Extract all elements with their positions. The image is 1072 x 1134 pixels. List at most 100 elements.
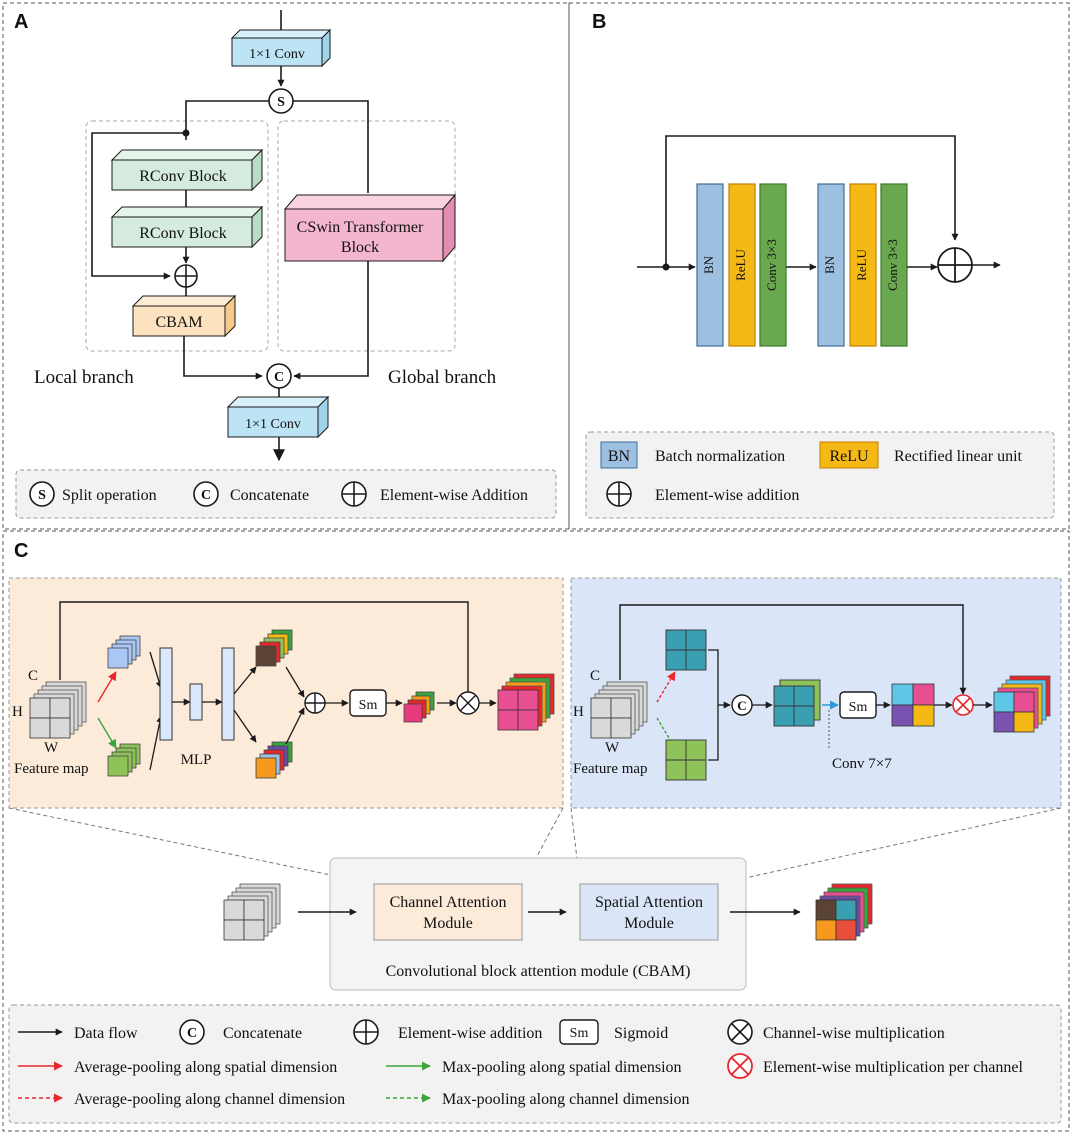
layer-label-2: Conv 3×3 bbox=[764, 239, 779, 291]
concatenated-maps bbox=[773, 679, 821, 727]
svg-text:BN: BN bbox=[608, 448, 631, 465]
svg-text:Feature map: Feature map bbox=[14, 761, 89, 777]
svg-text:C: C bbox=[28, 668, 38, 684]
svg-text:W: W bbox=[605, 740, 620, 756]
svg-text:CSwin Transformer: CSwin Transformer bbox=[297, 219, 424, 236]
layer-2 bbox=[759, 183, 787, 347]
channel-attention-module bbox=[373, 883, 523, 941]
conv-top-label: 1×1 Conv bbox=[249, 47, 305, 62]
svg-text:Element-wise addition: Element-wise addition bbox=[655, 487, 799, 504]
svg-text:Data flow: Data flow bbox=[74, 1025, 138, 1042]
svg-text:C: C bbox=[274, 370, 284, 385]
panel-c-legend: Data flow C Concatenate Element-wise add… bbox=[8, 1004, 1062, 1124]
svg-text:Batch normalization: Batch normalization bbox=[655, 448, 785, 465]
panel-c-label: C bbox=[14, 540, 28, 562]
svg-text:H: H bbox=[12, 704, 23, 720]
panel-a: A 1×1 Conv S RConv Block bbox=[14, 10, 557, 519]
svg-text:Convolutional block attention: Convolutional block attention module (CB… bbox=[386, 963, 691, 980]
global-branch-label: Global branch bbox=[388, 367, 497, 388]
svg-text:Max-pooling along channel dime: Max-pooling along channel dimension bbox=[442, 1091, 690, 1108]
svg-text:Module: Module bbox=[423, 915, 473, 932]
concat-node: C bbox=[266, 363, 292, 389]
svg-text:Channel-wise multiplication: Channel-wise multiplication bbox=[763, 1025, 945, 1042]
svg-text:Average-pooling along spatial: Average-pooling along spatial dimension bbox=[74, 1059, 337, 1076]
panel-a-label: A bbox=[14, 11, 28, 33]
svg-text:Element-wise multiplication pe: Element-wise multiplication per channel bbox=[763, 1059, 1023, 1076]
svg-text:Spatial Attention: Spatial Attention bbox=[595, 894, 703, 911]
split-node: S bbox=[268, 88, 294, 114]
local-branch-label: Local branch bbox=[34, 367, 134, 388]
channel-attention-weights bbox=[403, 691, 435, 723]
svg-text:S: S bbox=[38, 488, 46, 503]
layer-label-1: ReLU bbox=[733, 249, 748, 281]
svg-text:C: C bbox=[737, 698, 746, 713]
svg-text:C: C bbox=[201, 488, 211, 503]
svg-text:Max-pooling along spatial dime: Max-pooling along spatial dimension bbox=[442, 1059, 682, 1076]
svg-text:Average-pooling along channel: Average-pooling along channel dimension bbox=[74, 1091, 345, 1108]
svg-text:Sm: Sm bbox=[849, 700, 868, 715]
svg-text:CBAM: CBAM bbox=[155, 314, 202, 331]
local-add-node bbox=[174, 264, 198, 288]
residual-add-node bbox=[937, 247, 973, 283]
spatial-attention-map bbox=[891, 683, 935, 727]
svg-text:MLP: MLP bbox=[181, 752, 212, 768]
residual-layers: BN ReLU Conv 3×3 BN ReLU Conv 3×3 bbox=[696, 183, 908, 347]
conv-1x1-top: 1×1 Conv bbox=[230, 28, 332, 68]
layer-4 bbox=[849, 183, 877, 347]
svg-text:Block: Block bbox=[341, 239, 379, 256]
spatial-input-feature-map bbox=[590, 681, 648, 739]
svg-text:Sm: Sm bbox=[359, 698, 378, 713]
svg-text:Element-wise Addition: Element-wise Addition bbox=[380, 487, 528, 504]
svg-text:Concatenate: Concatenate bbox=[223, 1025, 302, 1042]
svg-text:Conv 7×7: Conv 7×7 bbox=[832, 756, 892, 772]
pooled-spatial-maps bbox=[665, 629, 707, 781]
svg-text:H: H bbox=[573, 704, 584, 720]
cbam-overview: Channel Attention Module Spatial Attenti… bbox=[223, 857, 873, 991]
cbam-output-map bbox=[815, 883, 873, 941]
layer-5 bbox=[880, 183, 908, 347]
spatial-attention-detail: C H W Feature map C Conv 7×7 Sm bbox=[570, 577, 1062, 809]
rconv-block-1: RConv Block bbox=[110, 148, 264, 192]
svg-text:Rectified linear unit: Rectified linear unit bbox=[894, 448, 1023, 465]
svg-text:C: C bbox=[187, 1026, 197, 1041]
layer-1 bbox=[728, 183, 756, 347]
panel-c: C C H W Feature map MLP bbox=[8, 540, 1062, 1124]
local-branch-region bbox=[85, 120, 269, 352]
panel-a-legend: S Split operation C Concatenate Element-… bbox=[15, 469, 557, 519]
svg-text:ReLU: ReLU bbox=[829, 448, 869, 465]
panel-b-legend: BN Batch normalization ReLU Rectified li… bbox=[585, 431, 1055, 519]
layer-3 bbox=[817, 183, 845, 347]
conv-1x1-bottom: 1×1 Conv bbox=[226, 395, 330, 439]
svg-text:Sigmoid: Sigmoid bbox=[614, 1025, 668, 1042]
svg-text:C: C bbox=[590, 668, 600, 684]
svg-text:RConv Block: RConv Block bbox=[139, 225, 227, 242]
panel-b-label: B bbox=[592, 11, 606, 33]
svg-text:Concatenate: Concatenate bbox=[230, 487, 309, 504]
svg-text:RConv Block: RConv Block bbox=[139, 168, 227, 185]
layer-label-0: BN bbox=[701, 255, 716, 274]
svg-text:Feature map: Feature map bbox=[573, 761, 648, 777]
cbam-block: CBAM bbox=[131, 294, 237, 338]
svg-text:W: W bbox=[44, 740, 59, 756]
svg-text:Channel Attention: Channel Attention bbox=[390, 894, 507, 911]
cswin-transformer-block: CSwin Transformer Block bbox=[283, 193, 457, 263]
svg-text:Split operation: Split operation bbox=[62, 487, 157, 504]
layer-label-5: Conv 3×3 bbox=[885, 239, 900, 291]
mlp-output-avg bbox=[255, 629, 293, 779]
svg-text:Module: Module bbox=[624, 915, 674, 932]
layer-label-4: ReLU bbox=[854, 249, 869, 281]
svg-text:1×1 Conv: 1×1 Conv bbox=[245, 417, 301, 432]
spatial-attention-module bbox=[579, 883, 719, 941]
channel-refined-output bbox=[497, 673, 555, 731]
svg-text:S: S bbox=[277, 95, 285, 110]
channel-attention-detail: C H W Feature map MLP bbox=[8, 577, 564, 809]
rconv-block-2: RConv Block bbox=[110, 205, 264, 249]
svg-text:Sm: Sm bbox=[570, 1026, 589, 1041]
avg-pooled-vector bbox=[107, 635, 141, 777]
layer-label-3: BN bbox=[822, 255, 837, 274]
layer-0 bbox=[696, 183, 724, 347]
cbam-input-map bbox=[223, 883, 281, 941]
